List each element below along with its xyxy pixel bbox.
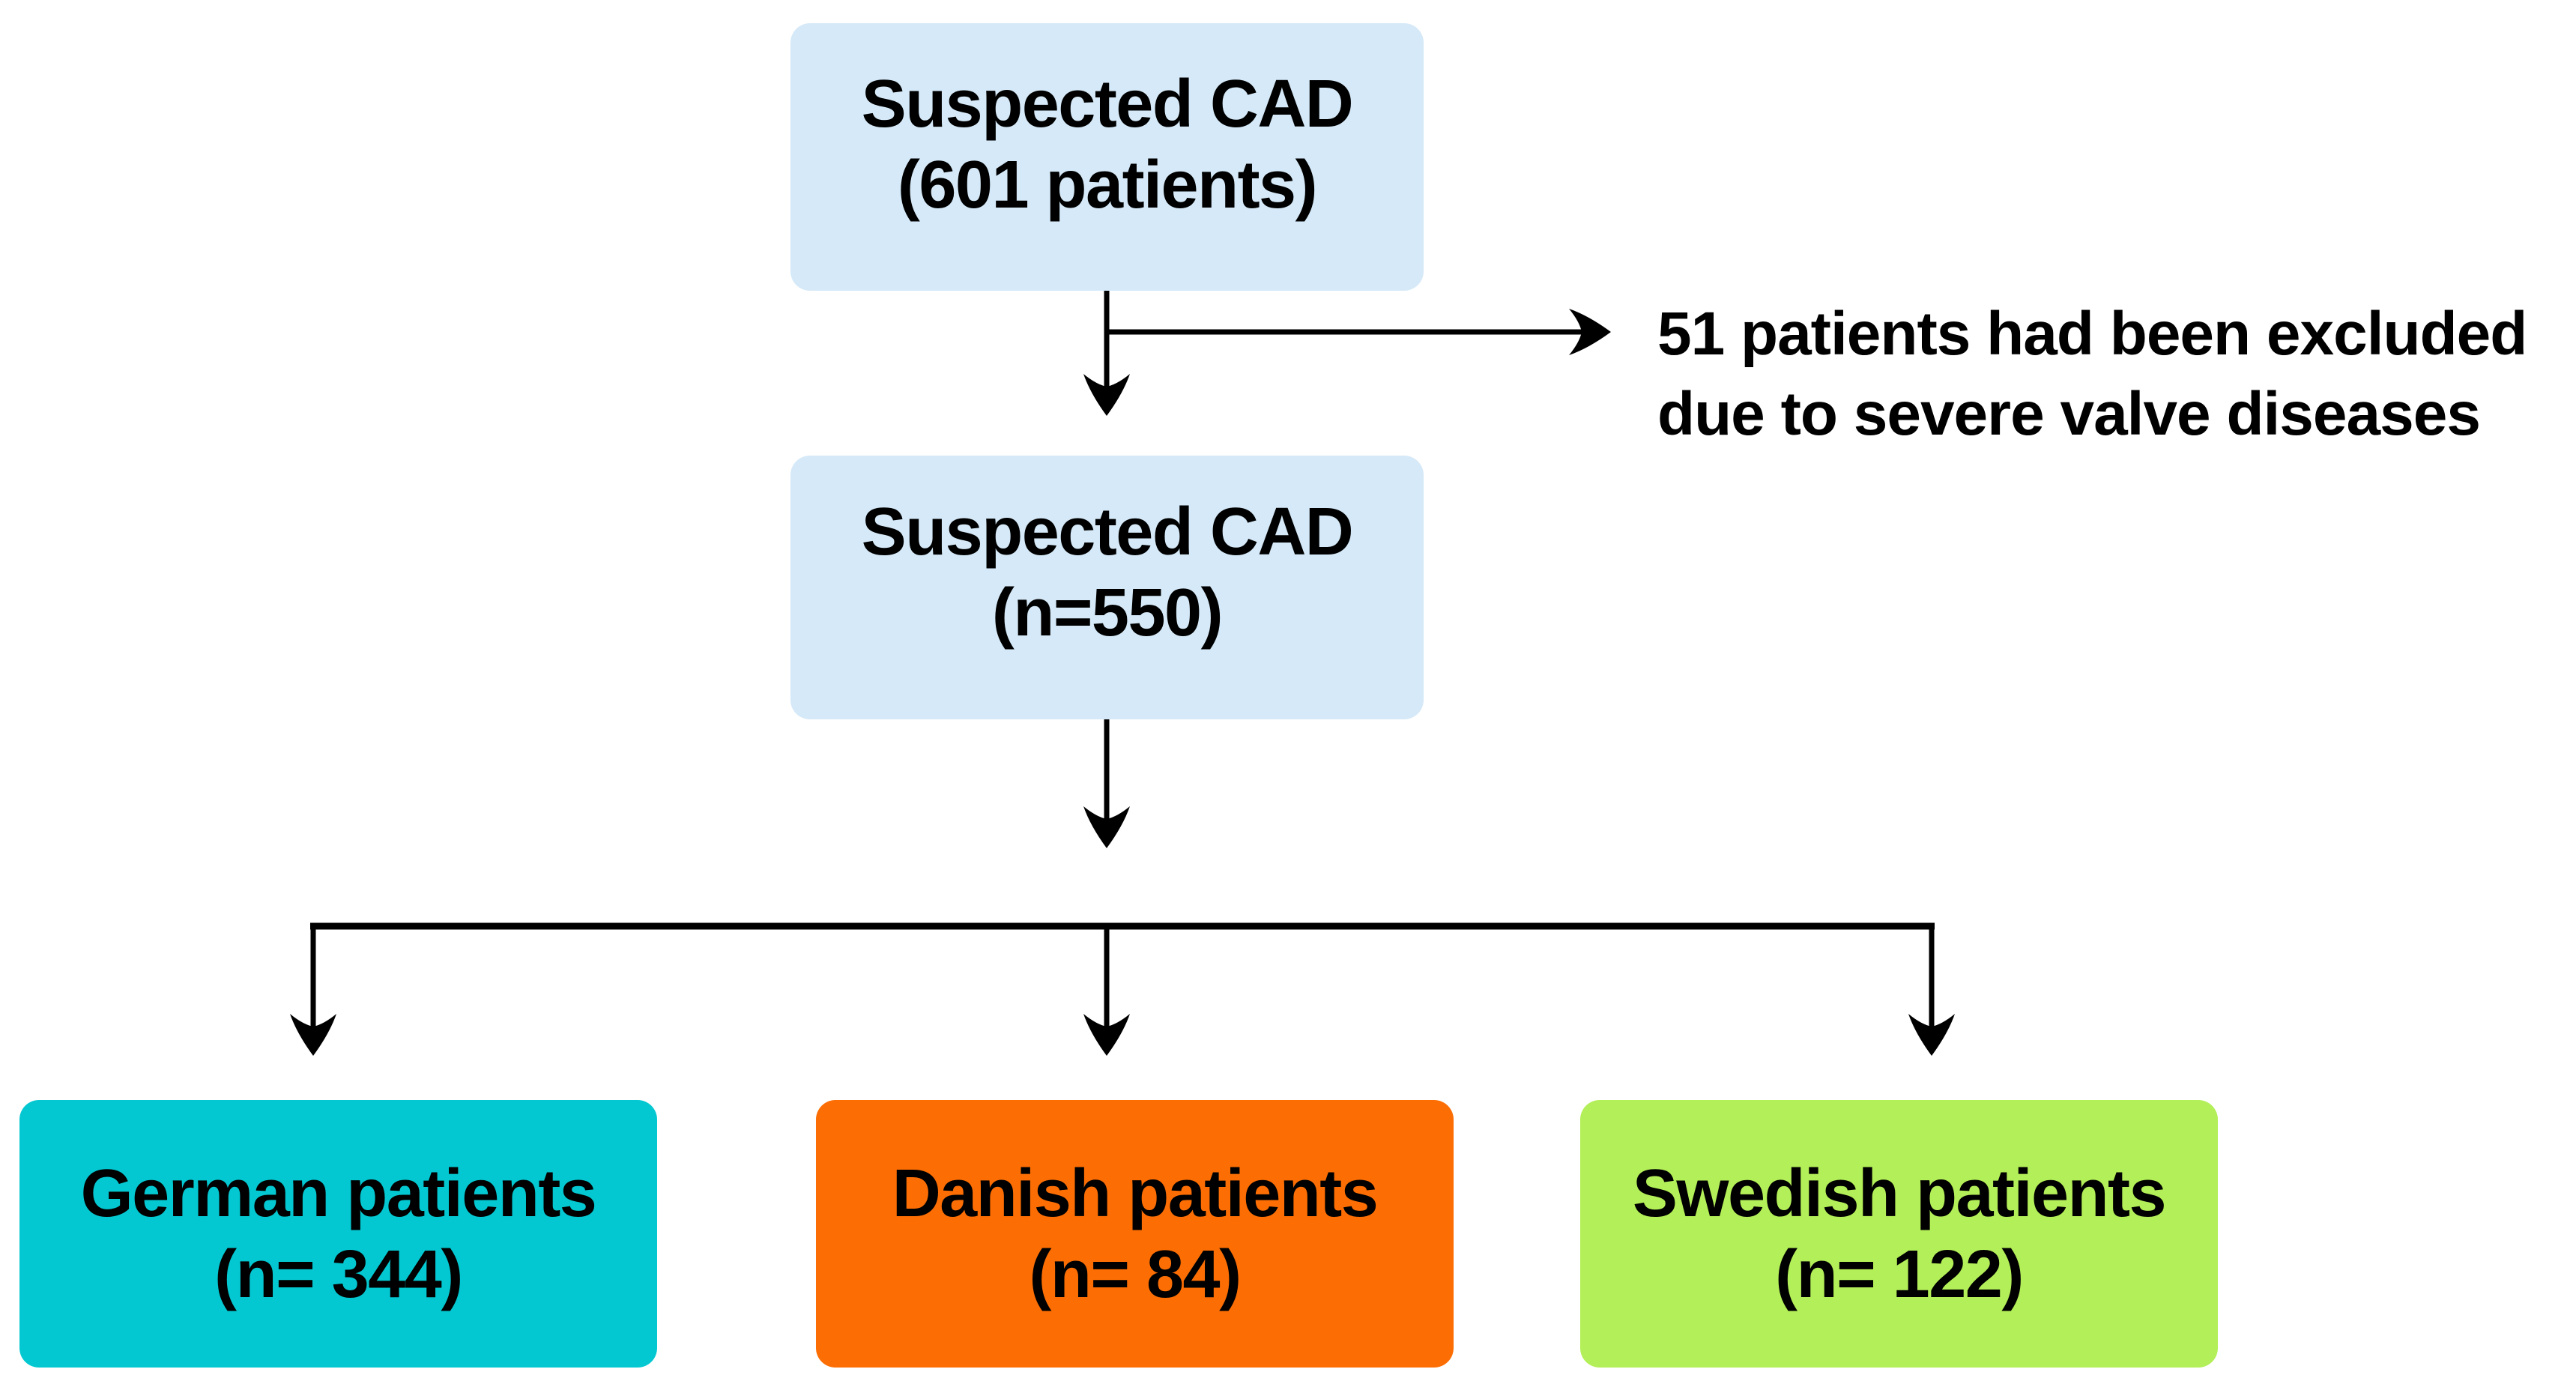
node-swedish-patients-line1: Swedish patients <box>1632 1155 2167 1231</box>
arrow-to-german <box>290 923 336 1056</box>
node-danish-patients-line2: (n= 84) <box>1029 1236 1242 1312</box>
arrow-excluded-branch <box>1104 309 1611 355</box>
node-suspected-cad-550: Suspected CAD (n=550) <box>790 456 1424 719</box>
node-suspected-cad-550-line1: Suspected CAD <box>861 495 1354 569</box>
node-suspected-cad-601: Suspected CAD (601 patients) <box>790 23 1424 291</box>
arrow-top-to-middle <box>1083 289 1130 416</box>
node-danish-patients-line1: Danish patients <box>892 1155 1379 1231</box>
node-german-patients-line1: German patients <box>80 1155 597 1231</box>
arrow-to-swedish <box>1908 923 1955 1056</box>
node-danish-patients: Danish patients (n= 84) <box>816 1100 1454 1368</box>
arrow-to-danish <box>1083 923 1130 1056</box>
exclusion-note: 51 patients had been excluded due to sev… <box>1657 294 2527 454</box>
node-swedish-patients-line2: (n= 122) <box>1775 1236 2024 1312</box>
exclusion-note-line2: due to severe valve diseases <box>1657 380 2481 448</box>
exclusion-note-line1: 51 patients had been excluded <box>1657 300 2527 368</box>
node-suspected-cad-601-line2: (601 patients) <box>897 147 1318 223</box>
node-german-patients-line2: (n= 344) <box>214 1236 463 1312</box>
arrow-middle-to-split <box>1083 718 1130 848</box>
node-suspected-cad-601-line1: Suspected CAD <box>861 66 1354 142</box>
node-suspected-cad-550-line2: (n=550) <box>991 575 1224 650</box>
node-german-patients: German patients (n= 344) <box>19 1100 657 1368</box>
node-swedish-patients: Swedish patients (n= 122) <box>1580 1100 2218 1368</box>
